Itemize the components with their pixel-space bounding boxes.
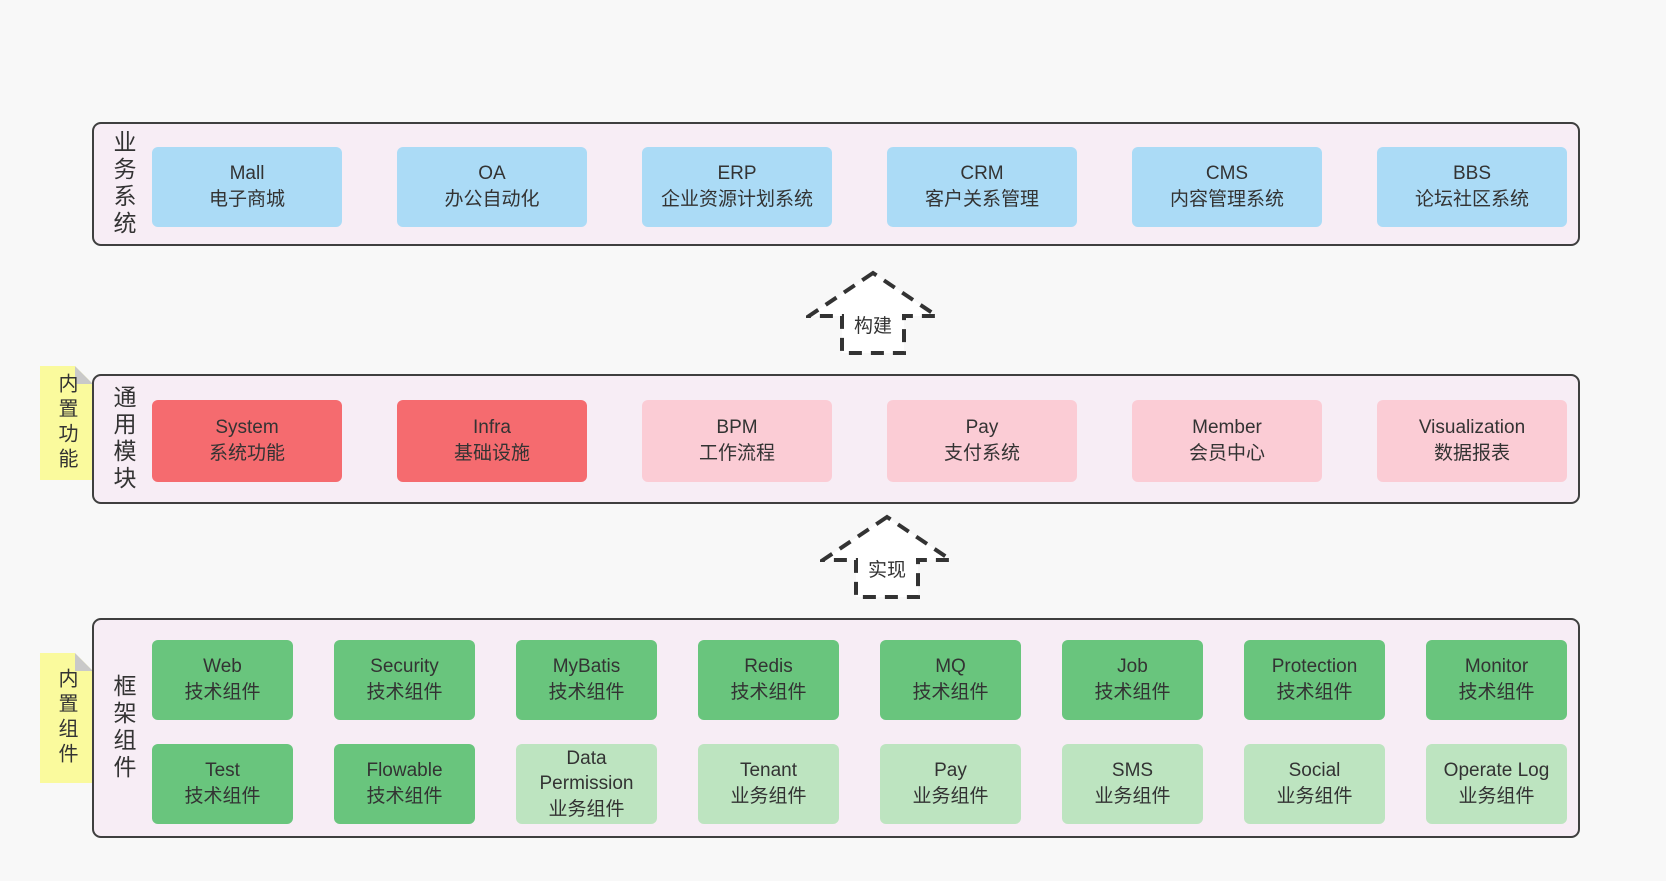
- box-pay-component-name: Pay: [934, 760, 967, 782]
- box-web: Web 技术组件: [152, 640, 293, 720]
- box-bpm-desc: 工作流程: [698, 443, 775, 464]
- box-visualization-name: Visualization: [1418, 417, 1526, 439]
- box-erp-name: ERP: [717, 163, 757, 185]
- box-protection: Protection 技术组件: [1244, 640, 1385, 720]
- box-erp-desc: 企业资源计划系统: [660, 189, 813, 210]
- box-system: System 系统功能: [152, 400, 342, 482]
- box-protection-name: Protection: [1271, 656, 1358, 678]
- box-operate-log: Operate Log 业务组件: [1426, 744, 1567, 824]
- arrow-implement: 实现: [820, 514, 954, 600]
- box-mybatis-desc: 技术组件: [548, 682, 625, 703]
- box-crm-name: CRM: [960, 163, 1004, 185]
- box-tenant-name: Tenant: [739, 760, 798, 782]
- box-visualization: Visualization 数据报表: [1377, 400, 1567, 482]
- box-job-desc: 技术组件: [1094, 682, 1171, 703]
- box-data-permission: Data Permission 业务组件: [516, 744, 657, 824]
- box-social-desc: 业务组件: [1276, 786, 1353, 807]
- box-operate-log-name: Operate Log: [1443, 760, 1550, 782]
- box-bpm: BPM 工作流程: [642, 400, 832, 482]
- box-bbs-name: BBS: [1452, 163, 1492, 185]
- box-cms: CMS 内容管理系统: [1132, 147, 1322, 227]
- box-flowable: Flowable 技术组件: [334, 744, 475, 824]
- box-pay-module-name: Pay: [965, 417, 999, 439]
- box-social-name: Social: [1288, 760, 1341, 782]
- box-operate-log-desc: 业务组件: [1458, 786, 1535, 807]
- box-job-name: Job: [1117, 656, 1148, 678]
- box-infra: Infra 基础设施: [397, 400, 587, 482]
- sticky-note-builtin-features: 内置功能: [40, 366, 93, 480]
- sticky-note-builtin-components-text: 内置组件: [55, 668, 77, 768]
- box-system-name: System: [215, 417, 279, 439]
- box-pay-module: Pay 支付系统: [887, 400, 1077, 482]
- box-web-desc: 技术组件: [184, 682, 261, 703]
- panel-framework-components: 框架组件 Web 技术组件 Security 技术组件 MyBatis 技术组件…: [92, 618, 1580, 838]
- box-member: Member 会员中心: [1132, 400, 1322, 482]
- arrow-implement-label: 实现: [865, 555, 909, 582]
- box-infra-name: Infra: [472, 417, 512, 439]
- box-security-name: Security: [370, 656, 439, 678]
- box-bbs-desc: 论坛社区系统: [1414, 189, 1529, 210]
- box-cms-name: CMS: [1205, 163, 1249, 185]
- box-test: Test 技术组件: [152, 744, 293, 824]
- box-mall-name: Mall: [229, 163, 265, 185]
- box-mq-name: MQ: [935, 656, 966, 678]
- box-visualization-desc: 数据报表: [1433, 443, 1510, 464]
- box-sms: SMS 业务组件: [1062, 744, 1203, 824]
- box-oa: OA 办公自动化: [397, 147, 587, 227]
- box-bpm-name: BPM: [716, 417, 758, 439]
- panel-modules-label: 通用模块: [110, 385, 136, 493]
- box-mq: MQ 技术组件: [880, 640, 1021, 720]
- box-infra-desc: 基础设施: [453, 443, 530, 464]
- box-protection-desc: 技术组件: [1276, 682, 1353, 703]
- box-monitor-name: Monitor: [1464, 656, 1529, 678]
- box-mybatis: MyBatis 技术组件: [516, 640, 657, 720]
- box-oa-desc: 办公自动化: [444, 189, 540, 210]
- box-flowable-name: Flowable: [366, 760, 443, 782]
- box-oa-name: OA: [478, 163, 506, 185]
- box-tenant-desc: 业务组件: [730, 786, 807, 807]
- box-web-name: Web: [203, 656, 242, 678]
- box-data-permission-name: Data Permission: [539, 747, 634, 795]
- sticky-note-builtin-features-text: 内置功能: [55, 373, 77, 473]
- box-test-name: Test: [205, 760, 240, 782]
- box-mall: Mall 电子商城: [152, 147, 342, 227]
- box-data-permission-desc: 业务组件: [548, 798, 625, 820]
- box-member-desc: 会员中心: [1188, 443, 1265, 464]
- sticky-note-builtin-components: 内置组件: [40, 653, 93, 783]
- box-cms-desc: 内容管理系统: [1169, 189, 1284, 210]
- box-member-name: Member: [1192, 417, 1262, 439]
- arrow-build: 构建: [806, 270, 940, 356]
- panel-business-label: 业务系统: [110, 130, 136, 238]
- box-bbs: BBS 论坛社区系统: [1377, 147, 1567, 227]
- arrow-build-label: 构建: [851, 311, 895, 338]
- box-erp: ERP 企业资源计划系统: [642, 147, 832, 227]
- box-redis: Redis 技术组件: [698, 640, 839, 720]
- panel-components-label: 框架组件: [110, 674, 136, 782]
- box-pay-component-desc: 业务组件: [912, 786, 989, 807]
- box-sms-desc: 业务组件: [1094, 786, 1171, 807]
- box-security: Security 技术组件: [334, 640, 475, 720]
- box-crm: CRM 客户关系管理: [887, 147, 1077, 227]
- box-mybatis-name: MyBatis: [552, 656, 621, 678]
- box-job: Job 技术组件: [1062, 640, 1203, 720]
- box-mq-desc: 技术组件: [912, 682, 989, 703]
- box-monitor-desc: 技术组件: [1458, 682, 1535, 703]
- box-sms-name: SMS: [1111, 760, 1154, 782]
- panel-business-systems: 业务系统 Mall 电子商城 OA 办公自动化 ERP 企业资源计划系统 CRM…: [92, 122, 1580, 246]
- box-monitor: Monitor 技术组件: [1426, 640, 1567, 720]
- box-tenant: Tenant 业务组件: [698, 744, 839, 824]
- box-redis-desc: 技术组件: [730, 682, 807, 703]
- box-flowable-desc: 技术组件: [366, 786, 443, 807]
- box-mall-desc: 电子商城: [208, 189, 285, 210]
- box-redis-name: Redis: [744, 656, 793, 678]
- box-pay-component: Pay 业务组件: [880, 744, 1021, 824]
- box-pay-module-desc: 支付系统: [943, 443, 1020, 464]
- box-system-desc: 系统功能: [208, 443, 285, 464]
- box-social: Social 业务组件: [1244, 744, 1385, 824]
- box-test-desc: 技术组件: [184, 786, 261, 807]
- panel-common-modules: 通用模块 System 系统功能 Infra 基础设施 BPM 工作流程 Pay…: [92, 374, 1580, 504]
- box-crm-desc: 客户关系管理: [924, 189, 1039, 210]
- box-security-desc: 技术组件: [366, 682, 443, 703]
